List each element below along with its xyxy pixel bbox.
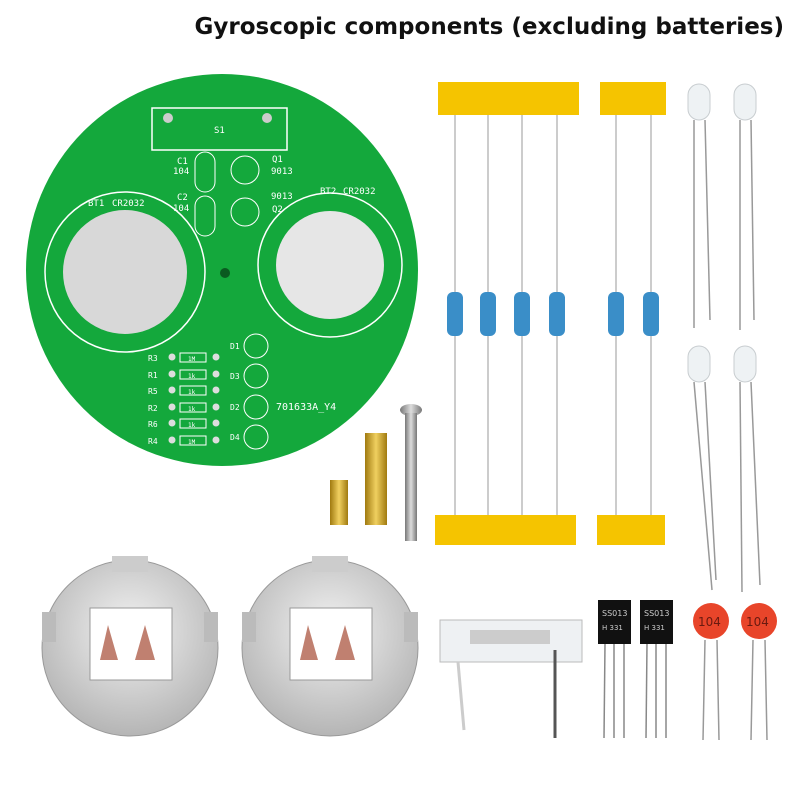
- capacitor-marking: 104: [698, 615, 721, 629]
- pcb-board: S1 C1 104 C2 104 Q1 9013 9013 Q2 BT1 CR2…: [26, 74, 418, 466]
- resistor-strip: [435, 82, 666, 545]
- transistor-marking: SS013: [602, 609, 627, 618]
- switch-label: S1: [214, 126, 225, 136]
- q1-label: Q1: [272, 155, 283, 165]
- r-label: R6: [148, 420, 158, 429]
- bt1-label: BT1: [88, 199, 104, 209]
- leds: [687, 83, 761, 593]
- ceramic-capacitor: 104: [741, 603, 777, 741]
- battery-holder: [41, 556, 219, 737]
- c1-label: C1: [177, 157, 188, 167]
- r-label: R3: [148, 354, 158, 363]
- r-value: 1M: [188, 356, 196, 363]
- board-id: 701633A_Y4: [276, 402, 336, 413]
- page-title: Gyroscopic components (excluding batteri…: [194, 14, 784, 40]
- r-value: 1k: [188, 406, 196, 413]
- led-label: D3: [230, 372, 240, 381]
- r-label: R5: [148, 387, 158, 396]
- q2-value: 9013: [271, 192, 293, 202]
- q2-label: Q2: [272, 205, 283, 215]
- c2-label: C2: [177, 193, 188, 203]
- bt2-value: CR2032: [343, 187, 376, 197]
- screw-and-standoffs: [330, 404, 422, 541]
- r-value: 1k: [188, 389, 196, 396]
- q1-value: 9013: [271, 167, 293, 177]
- tilt-switch: [439, 619, 583, 738]
- led-label: D1: [230, 342, 240, 351]
- r-label: R4: [148, 437, 158, 446]
- transistor-marking: SS013: [644, 609, 669, 618]
- r-label: R1: [148, 371, 158, 380]
- battery-pad-left: [63, 210, 187, 334]
- resistor-silkscreen: R3 R1 R5 R2 R6 R4 1M 1k 1k 1k 1k 1M: [148, 352, 220, 446]
- c1-value: 104: [173, 167, 189, 177]
- r-label: R2: [148, 404, 158, 413]
- bt2-label: BT2: [320, 187, 336, 197]
- transistor-marking: H 331: [602, 624, 623, 632]
- led-label: D2: [230, 403, 240, 412]
- c2-value: 104: [173, 204, 189, 214]
- led-label: D4: [230, 433, 240, 442]
- r-value: 1M: [188, 439, 196, 446]
- battery-pad-right: [276, 211, 384, 319]
- ceramic-capacitor: 104: [693, 603, 729, 741]
- transistor: SS013 H 331: [598, 600, 631, 739]
- transistor-marking: H 331: [644, 624, 665, 632]
- battery-holder: [241, 556, 419, 737]
- led-silkscreen: D1 D3 D2 D4: [230, 333, 269, 450]
- r-value: 1k: [188, 422, 196, 429]
- bt1-value: CR2032: [112, 199, 145, 209]
- capacitor-marking: 104: [746, 615, 769, 629]
- r-value: 1k: [188, 373, 196, 380]
- transistor: SS013 H 331: [640, 600, 673, 739]
